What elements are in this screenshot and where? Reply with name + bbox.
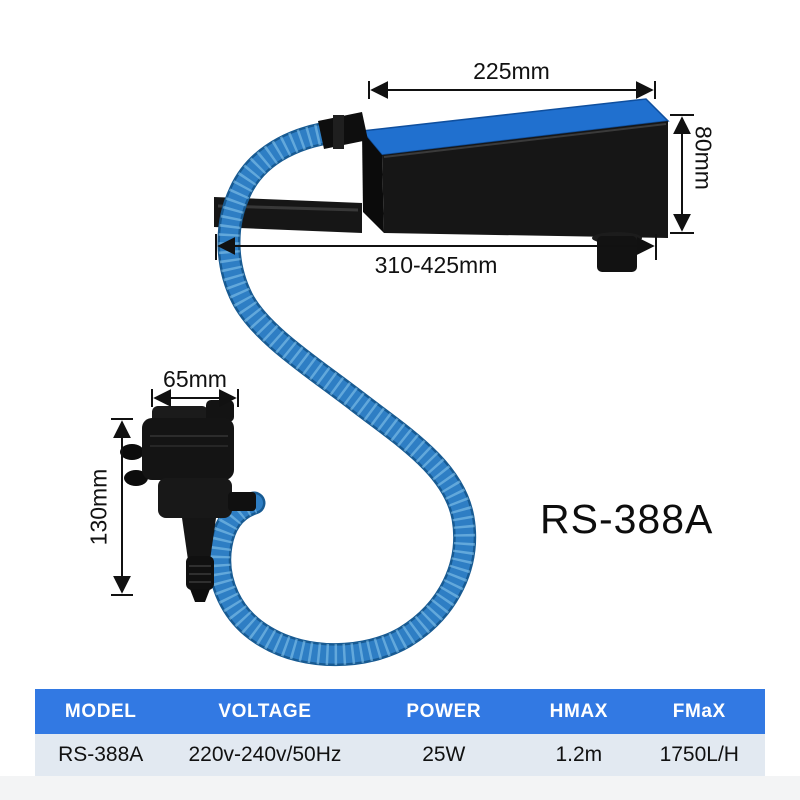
bottom-strip <box>0 776 800 800</box>
spec-value-hmax: 1.2m <box>555 743 603 766</box>
spec-header-voltage: VOLTAGE <box>218 700 312 722</box>
spec-header-hmax: HMAX <box>549 700 608 722</box>
spec-table-header-row: MODEL VOLTAGE POWER HMAX FMaX <box>35 689 765 734</box>
spec-header-model: MODEL <box>64 700 137 722</box>
spec-value-power: 25W <box>422 743 466 766</box>
dimension-box-span-label: 310-425mm <box>374 252 498 278</box>
spec-table: MODEL VOLTAGE POWER HMAX FMaX RS-388A 22… <box>35 689 765 776</box>
dimension-pump-width-label: 65mm <box>163 366 227 392</box>
spec-header-power: POWER <box>406 700 482 722</box>
filter-box <box>360 98 670 272</box>
spec-table-value-row: RS-388A 220v-240v/50Hz 25W 1.2m 1750L/H <box>35 734 765 776</box>
spec-value-fmax: 1750L/H <box>659 743 739 766</box>
model-name-text: RS-388A <box>540 496 714 542</box>
dimension-box-height-label: 80mm <box>690 126 717 190</box>
hose <box>208 119 477 667</box>
spec-value-model: RS-388A <box>58 743 144 766</box>
pump-outlet-nozzle <box>228 492 256 511</box>
hose-connector <box>318 112 368 149</box>
spec-value-voltage: 220v-240v/50Hz <box>188 743 342 766</box>
suction-cup <box>120 444 144 460</box>
dimension-pump-height-label: 130mm <box>85 468 112 546</box>
dimension-lines <box>111 81 694 596</box>
pump <box>120 400 256 602</box>
spec-header-fmax: FMaX <box>672 700 726 722</box>
dimension-box-width-label: 225mm <box>473 58 550 84</box>
